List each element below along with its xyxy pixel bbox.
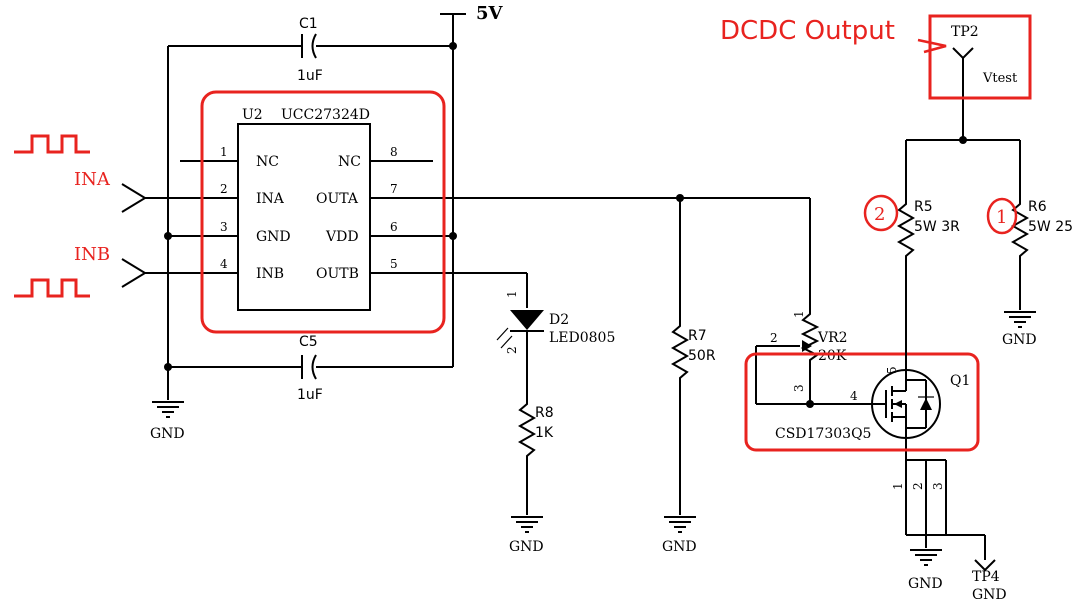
- gnd-symbol-r7: GND: [662, 516, 697, 555]
- resistor-r7: R7 50R: [670, 320, 716, 515]
- pin-name-vdd: VDD: [325, 229, 359, 245]
- pin-name-outa: OUTA: [316, 191, 359, 207]
- pin-num-1: 1: [220, 145, 228, 159]
- r6-ref: R6: [1028, 199, 1047, 215]
- ic-u2: U2 UCC27324D 1 2 3 4 NC INA GND INB 8 7 …: [145, 107, 453, 311]
- pin-name-gnd: GND: [256, 229, 291, 245]
- outa-net: [453, 197, 811, 320]
- d2-ref: D2: [549, 312, 569, 328]
- outb-net: [453, 272, 528, 308]
- d2-pin1: 1: [505, 290, 519, 298]
- q1-drain-pin: 5: [885, 366, 899, 374]
- c1-wiring: [167, 45, 454, 400]
- gnd-label-r8: GND: [509, 539, 544, 555]
- dcdc-pointer-arrow: [917, 38, 947, 54]
- vr2-value: 20K: [818, 348, 847, 364]
- led-d2: 1 2 D2 LED0805: [496, 290, 615, 400]
- vr2-pin3: 3: [792, 384, 806, 392]
- junction-dot: [449, 232, 457, 240]
- tp4-ref: TP4: [972, 569, 1000, 585]
- capacitor-c1: C1 1uF: [297, 16, 323, 84]
- mosfet-q1: 4 5 Q1 CSD17303Q5: [775, 360, 970, 460]
- inb-annotation: INB: [74, 244, 110, 265]
- pin-name-inb: INB: [256, 266, 284, 282]
- pin-name-outb: OUTB: [316, 266, 359, 282]
- gnd-label-left: GND: [150, 426, 185, 442]
- c1-value: 1uF: [297, 68, 323, 84]
- c5-value: 1uF: [297, 387, 323, 403]
- gnd-label-q1: GND: [908, 576, 943, 592]
- tp2-ref: TP2: [951, 24, 979, 40]
- junction-dot: [449, 42, 457, 50]
- vcc-label: 5V: [476, 3, 504, 24]
- testpoint-tp2: TP2 Vtest: [951, 24, 1018, 86]
- dcdc-output-annotation: DCDC Output: [720, 16, 895, 46]
- vr2-pin2: 2: [770, 331, 778, 345]
- q1-ref: Q1: [950, 373, 970, 389]
- r8-value: 1K: [535, 425, 554, 441]
- gnd-symbol-q1: GND: [908, 549, 943, 592]
- pin-name-nc-right: NC: [338, 154, 361, 170]
- q1-gate-pin: 4: [850, 389, 858, 403]
- resistor-r6: R6 5W 25: [1010, 198, 1073, 310]
- gnd-symbol-left: GND: [150, 401, 185, 442]
- pin-num-2: 2: [220, 182, 228, 196]
- vr2-ref: VR2: [817, 330, 848, 346]
- tp2-highlight-box: [928, 14, 1032, 100]
- load-net: [905, 72, 1021, 198]
- resistor-r8: R8 1K: [517, 400, 554, 515]
- r8-ref: R8: [535, 405, 554, 421]
- ic-highlight-box: [200, 90, 446, 334]
- q1-source-pins: 1 2 3: [891, 459, 986, 560]
- q1-part: CSD17303Q5: [775, 426, 871, 442]
- r7-ref: R7: [688, 328, 707, 344]
- junction-dot: [164, 232, 172, 240]
- d2-pin2: 2: [505, 346, 519, 354]
- ina-pulse-icon: INA: [14, 134, 111, 190]
- inb-pulse-icon: INB: [14, 244, 110, 298]
- mosfet-highlight-box: [744, 352, 980, 452]
- resistor-r5: R5 5W 3R: [896, 198, 960, 360]
- mark-r5: 2: [874, 204, 885, 225]
- tp4-net: GND: [972, 587, 1007, 603]
- gnd-label-r6: GND: [1002, 332, 1037, 348]
- mark-r5-circle: 2: [863, 194, 899, 232]
- pin-num-5: 5: [390, 257, 398, 271]
- r7-value: 50R: [688, 348, 716, 364]
- mark-r6: 1: [996, 207, 1007, 228]
- ina-arrow: [121, 183, 147, 213]
- pin-num-8: 8: [390, 145, 398, 159]
- r5-ref: R5: [914, 199, 933, 215]
- r5-value: 5W 3R: [914, 219, 960, 235]
- gnd-symbol-r8: GND: [509, 516, 544, 555]
- r6-value: 5W 25: [1028, 219, 1073, 235]
- mark-r6-circle: 1: [986, 197, 1018, 235]
- source-pin-1: 1: [891, 482, 905, 490]
- pin-num-6: 6: [390, 220, 398, 234]
- ic-ref: U2: [242, 107, 263, 123]
- d2-value: LED0805: [549, 330, 615, 346]
- pin-name-nc-left: NC: [256, 154, 279, 170]
- gnd-label-r7: GND: [662, 539, 697, 555]
- ic-part: UCC27324D: [281, 107, 370, 123]
- potentiometer-vr2: 1 2 3 VR2 20K: [755, 308, 874, 405]
- pin-num-4: 4: [220, 257, 228, 271]
- junction-dot: [164, 363, 172, 371]
- pin-num-3: 3: [220, 220, 228, 234]
- c5-ref: C5: [299, 334, 318, 350]
- tp2-net: Vtest: [982, 71, 1018, 86]
- source-pin-2: 2: [911, 482, 925, 490]
- vr2-pin1: 1: [792, 310, 806, 318]
- pin-num-7: 7: [390, 182, 398, 196]
- c1-ref: C1: [299, 16, 318, 32]
- testpoint-tp4: TP4 GND: [972, 559, 1007, 603]
- source-pin-3: 3: [931, 482, 945, 490]
- inb-arrow: [121, 258, 147, 288]
- vcc-5v-symbol: 5V: [440, 3, 504, 46]
- gnd-symbol-r6: GND: [1002, 311, 1037, 348]
- capacitor-c5: C5 1uF: [297, 334, 323, 403]
- ina-annotation: INA: [74, 169, 111, 190]
- pin-name-ina: INA: [256, 191, 285, 207]
